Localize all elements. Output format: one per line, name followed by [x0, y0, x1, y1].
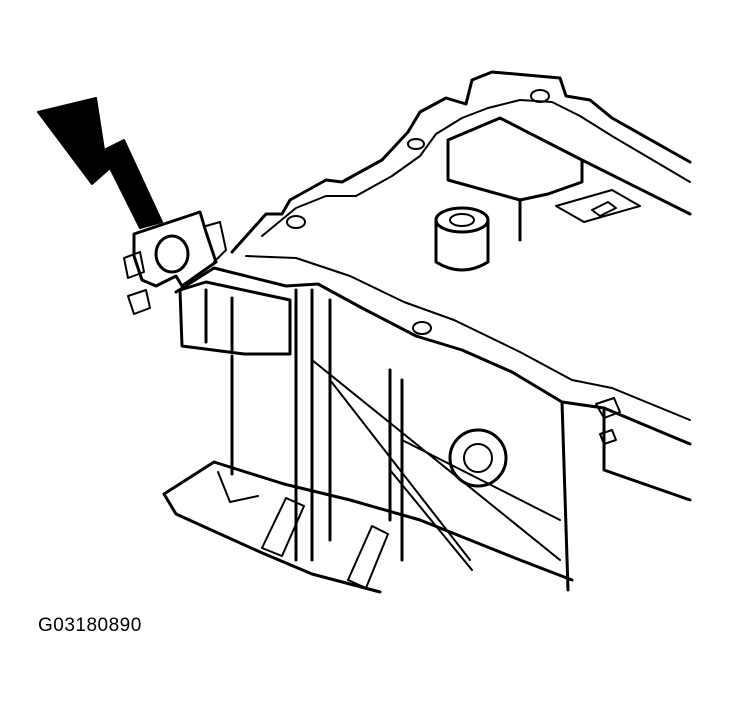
- case-ribs: [230, 288, 404, 562]
- bolt-hole: [412, 321, 432, 335]
- arrow-icon: [37, 97, 163, 229]
- raised-block: [446, 116, 692, 242]
- top-boss-bore: [449, 213, 475, 227]
- flange-inner-edge: [261, 99, 691, 237]
- pan-pockets: [217, 471, 389, 589]
- pan-rim: [162, 460, 574, 594]
- bolt-hole: [286, 215, 306, 229]
- slot-recess: [555, 189, 641, 223]
- top-boss-body: [434, 218, 490, 272]
- case-right-edge: [560, 400, 692, 592]
- case-top-edge: [174, 266, 692, 446]
- top-boss: [434, 206, 490, 234]
- bolt-hole: [407, 138, 425, 150]
- case-top-inner: [245, 255, 691, 421]
- bracket-clip: [205, 221, 227, 263]
- bolt-hole: [530, 89, 550, 103]
- mount-block: [178, 280, 292, 356]
- figure-code-label: G03180890: [38, 615, 142, 636]
- transmission-case-diagram: [37, 70, 692, 594]
- bracket-tab: [123, 251, 151, 315]
- right-fitting: [595, 397, 621, 445]
- side-boss: [448, 428, 508, 488]
- bracket-hole: [154, 234, 190, 274]
- diagonal-ribs: [311, 359, 561, 571]
- mounting-bracket: [132, 210, 218, 288]
- side-boss-bore: [463, 443, 493, 473]
- upper-flange-outline: [230, 70, 692, 254]
